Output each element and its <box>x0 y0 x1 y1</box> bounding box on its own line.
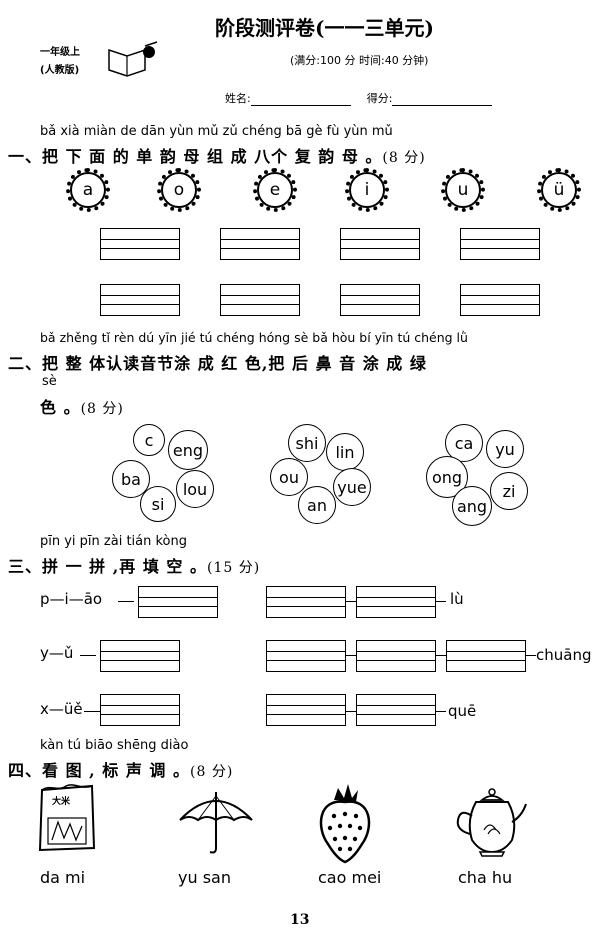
syllable-circle[interactable]: ou <box>270 458 308 496</box>
q2-heading2: 色 。(8 分) <box>40 394 124 418</box>
syllable-circle[interactable]: si <box>140 486 176 522</box>
q3-row1-left: p—i—āo <box>40 590 103 608</box>
q3-row2-left: y—ǔ <box>40 644 74 662</box>
syllable-circle[interactable]: lin <box>326 433 364 471</box>
rice-bag-icon <box>38 784 96 852</box>
q2-heading: 二、把 整 体认读音节涂 成 红 色,把 后 鼻 音 涂 成 绿 <box>8 354 427 373</box>
q2-score: (8 分) <box>80 401 124 417</box>
answer-box[interactable] <box>138 586 218 618</box>
q2-pinyin: bǎ zhěng tǐ rèn dú yīn jié tú chéng hóng… <box>40 330 468 345</box>
syllable-circle[interactable]: zi <box>490 472 528 510</box>
answer-box[interactable] <box>220 284 300 316</box>
teapot-icon <box>456 788 527 857</box>
flower-v: ü <box>541 172 577 208</box>
answer-box[interactable] <box>460 284 540 316</box>
answer-box[interactable] <box>446 640 526 672</box>
flower-u: u <box>445 172 481 208</box>
q3-pinyin: pīn yi pīn zài tián kòng <box>40 534 187 549</box>
q2-pinyin2: sè <box>42 374 57 389</box>
arrow-line <box>526 655 536 656</box>
answer-box[interactable] <box>266 586 346 618</box>
grade-text: 一年级上 <box>40 47 80 58</box>
answer-box[interactable] <box>340 228 420 260</box>
picture-label: cha hu <box>458 868 513 887</box>
flower-petals-u <box>441 168 485 212</box>
syllable-circle[interactable]: yue <box>333 468 371 506</box>
flower-petals-e <box>253 168 297 212</box>
answer-box[interactable] <box>356 640 436 672</box>
q3-row2-right: chuāng <box>536 646 592 664</box>
answer-box[interactable] <box>100 228 180 260</box>
flower-a: a <box>70 172 106 208</box>
q4-heading-text: 四、看 图 , 标 声 调 。 <box>8 761 190 780</box>
arrow-line <box>84 711 100 712</box>
q1-heading: 一、把 下 面 的 单 韵 母 组 成 八个 复 韵 母 。(8 分) <box>8 143 426 167</box>
syllable-circle[interactable]: shi <box>288 424 326 462</box>
strawberry-icon <box>319 784 371 864</box>
q3-row3-right: quē <box>448 702 477 720</box>
edition-text: (人教版) <box>40 65 80 76</box>
syllable-circle[interactable]: an <box>298 486 336 524</box>
answer-box[interactable] <box>220 228 300 260</box>
page-title: 阶段测评卷(一一三单元) <box>215 16 434 40</box>
exam-info: (满分:100 分 时间:40 分钟) <box>290 54 429 67</box>
arrow-line <box>118 601 134 602</box>
q1-score: (8 分) <box>382 150 426 166</box>
umbrella-icon <box>179 792 253 854</box>
syllable-circle[interactable]: lou <box>176 470 214 508</box>
syllable-circle[interactable]: yu <box>486 430 524 468</box>
answer-box[interactable] <box>100 694 180 726</box>
syllable-circle[interactable]: eng <box>168 430 208 470</box>
page-number: 13 <box>290 912 310 928</box>
answer-box[interactable] <box>266 640 346 672</box>
arrow-line <box>436 655 446 656</box>
rice-bag-label: 大米 <box>52 797 71 807</box>
grade-label: 一年级上 (人教版) <box>40 44 80 80</box>
syllable-circle[interactable]: c <box>133 424 165 456</box>
name-label: 姓名: <box>225 92 251 105</box>
q3-heading: 三、拼 一 拼 ,再 填 空 。(15 分) <box>8 553 260 577</box>
q1-pinyin: bǎ xià miàn de dān yùn mǔ zǔ chéng bā gè… <box>40 124 393 139</box>
q1-heading-text: 一、把 下 面 的 单 韵 母 组 成 八个 复 韵 母 。 <box>8 147 383 166</box>
q4-pinyin: kàn tú biāo shēng diào <box>40 738 189 753</box>
name-score-row: 姓名: 得分: <box>225 90 508 106</box>
q3-row1-right: lù <box>450 590 464 608</box>
name-input-line[interactable] <box>250 93 351 106</box>
arrow-line <box>436 711 446 712</box>
picture-label: yu san <box>178 868 231 887</box>
picture-label: cao mei <box>318 868 382 887</box>
answer-box[interactable] <box>356 694 436 726</box>
score-label: 得分: <box>366 92 393 105</box>
answer-box[interactable] <box>460 228 540 260</box>
flower-petals-o <box>157 168 201 212</box>
answer-box[interactable] <box>340 284 420 316</box>
score-input-line[interactable] <box>392 93 493 106</box>
q3-heading-text: 三、拼 一 拼 ,再 填 空 。 <box>8 557 207 576</box>
answer-box[interactable] <box>100 284 180 316</box>
answer-box[interactable] <box>100 640 180 672</box>
arrow-line <box>80 655 96 656</box>
flower-o: o <box>161 172 197 208</box>
syllable-circle[interactable]: ang <box>452 486 492 526</box>
flower-petals-a <box>66 168 110 212</box>
answer-box[interactable] <box>266 694 346 726</box>
picture-label: da mi <box>40 868 86 887</box>
q4-heading: 四、看 图 , 标 声 调 。(8 分) <box>8 757 233 781</box>
flower-petals-i <box>345 168 389 212</box>
arrow-line <box>346 711 356 712</box>
answer-box[interactable] <box>356 586 436 618</box>
syllable-circle[interactable]: ong <box>426 456 468 498</box>
flower-i: i <box>349 172 385 208</box>
q3-row3-left: x—üě <box>40 700 83 718</box>
arrow-line <box>346 655 356 656</box>
flower-petals-v <box>537 168 581 212</box>
arrow-line <box>346 601 356 602</box>
q3-score: (15 分) <box>207 560 261 576</box>
book-icon <box>108 41 158 77</box>
syllable-circle[interactable]: ca <box>445 424 483 462</box>
q4-score: (8 分) <box>190 764 234 780</box>
q2-heading2-text: 色 。 <box>40 398 81 417</box>
flower-e: e <box>257 172 293 208</box>
arrow-line <box>436 601 446 602</box>
